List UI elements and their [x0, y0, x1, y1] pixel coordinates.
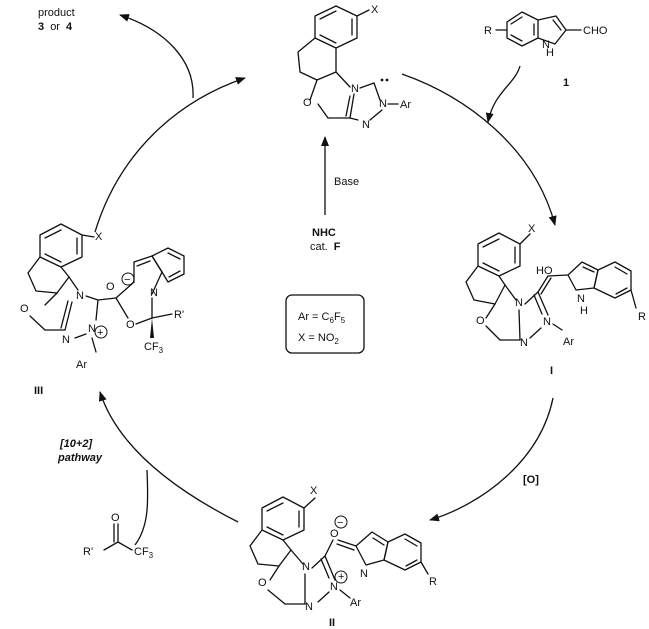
intermediate-III-structure: X N O N + N Ar O − O N R' — [20, 223, 185, 397]
svg-text:N: N — [305, 601, 313, 613]
svg-text:X: X — [95, 231, 103, 243]
svg-text:CF3: CF3 — [134, 546, 154, 560]
svg-text:X: X — [528, 223, 536, 235]
arrow-I-to-II — [429, 397, 554, 522]
svg-text:R': R' — [83, 546, 93, 558]
legend-box: Ar = C6F5 X = NO2 — [285, 294, 365, 354]
svg-text:CHO: CHO — [583, 25, 608, 37]
svg-text:N: N — [351, 83, 359, 95]
svg-text:H: H — [546, 47, 554, 59]
svg-text:CF3: CF3 — [144, 341, 164, 355]
svg-text:Ar: Ar — [350, 597, 361, 609]
intermediate-I-structure: X N O N N Ar HO N H R I — [465, 223, 646, 377]
svg-text:R: R — [638, 311, 646, 323]
svg-text:+: + — [97, 327, 103, 339]
product-label: product 3 or 4 — [38, 7, 75, 33]
svg-text:Ar: Ar — [76, 359, 87, 371]
svg-text:N: N — [577, 293, 585, 305]
compound-1-label: 1 — [563, 77, 569, 89]
svg-text:+: + — [338, 571, 344, 583]
svg-text:3 or 4: 3 or 4 — [38, 21, 73, 33]
svg-text:N: N — [379, 98, 387, 110]
oxidant-label: [O] — [523, 474, 539, 486]
cat-label: cat. F — [310, 241, 341, 253]
svg-text:N: N — [76, 290, 84, 302]
svg-text:Ar: Ar — [563, 336, 574, 348]
svg-text:N: N — [515, 297, 523, 309]
svg-text:N: N — [543, 316, 551, 328]
arrow-ketone-entry — [134, 469, 149, 546]
arrow-II-to-III — [98, 391, 239, 523]
pathway-label-line1: [10+2] — [59, 438, 92, 450]
svg-text:N: N — [542, 39, 550, 51]
arrow-catalyst-to-I — [401, 73, 557, 226]
legend-ar: Ar = C6F5 — [298, 311, 346, 325]
svg-text:O: O — [303, 97, 312, 109]
free-carbene-structure: X O N N N Ar — [297, 4, 411, 131]
svg-text:N: N — [88, 323, 96, 335]
legend-x: X = NO2 — [298, 332, 339, 346]
svg-text:R': R' — [174, 309, 184, 321]
svg-text:O: O — [20, 303, 29, 315]
cycle-arrows — [94, 14, 557, 546]
svg-text:X: X — [310, 485, 318, 497]
svg-text:−: − — [124, 274, 130, 286]
svg-text:O: O — [111, 512, 120, 524]
svg-text:N: N — [362, 119, 370, 131]
svg-text:−: − — [337, 517, 343, 529]
compound-1-structure: H N CHO R 1 — [484, 11, 608, 89]
svg-text:N: N — [150, 287, 158, 299]
arrow-product-release — [119, 14, 194, 99]
svg-text:Ar: Ar — [400, 99, 411, 111]
svg-text:R: R — [484, 25, 492, 37]
svg-text:O: O — [476, 315, 485, 327]
svg-text:N: N — [360, 568, 368, 580]
pathway-label-line2: pathway — [57, 452, 103, 464]
svg-text:N: N — [520, 337, 528, 349]
intermediate-II-structure: X N O N + N Ar O − N R II — [249, 485, 437, 629]
arrow-compound-1-entry — [485, 65, 521, 123]
nhc-label: NHC — [312, 227, 336, 239]
base-label: Base — [334, 176, 359, 188]
svg-text:N: N — [62, 334, 70, 346]
arrow-III-to-catalyst — [94, 77, 246, 233]
svg-text:O: O — [126, 319, 135, 331]
substituent-x: X — [371, 4, 379, 16]
svg-text:N: N — [302, 561, 310, 573]
svg-text:O: O — [258, 577, 267, 589]
intermediate-I-label: I — [550, 365, 553, 377]
svg-text:R: R — [429, 576, 437, 588]
svg-text:O: O — [330, 528, 339, 540]
ketone-reagent-structure: R' O CF3 — [83, 512, 154, 560]
product-text: product — [38, 7, 75, 19]
svg-text:H: H — [580, 305, 588, 317]
intermediate-II-label: II — [329, 617, 335, 629]
svg-text:N: N — [330, 581, 338, 593]
svg-text:O: O — [106, 281, 115, 293]
intermediate-III-label: III — [34, 385, 43, 397]
svg-text:HO: HO — [536, 265, 553, 277]
